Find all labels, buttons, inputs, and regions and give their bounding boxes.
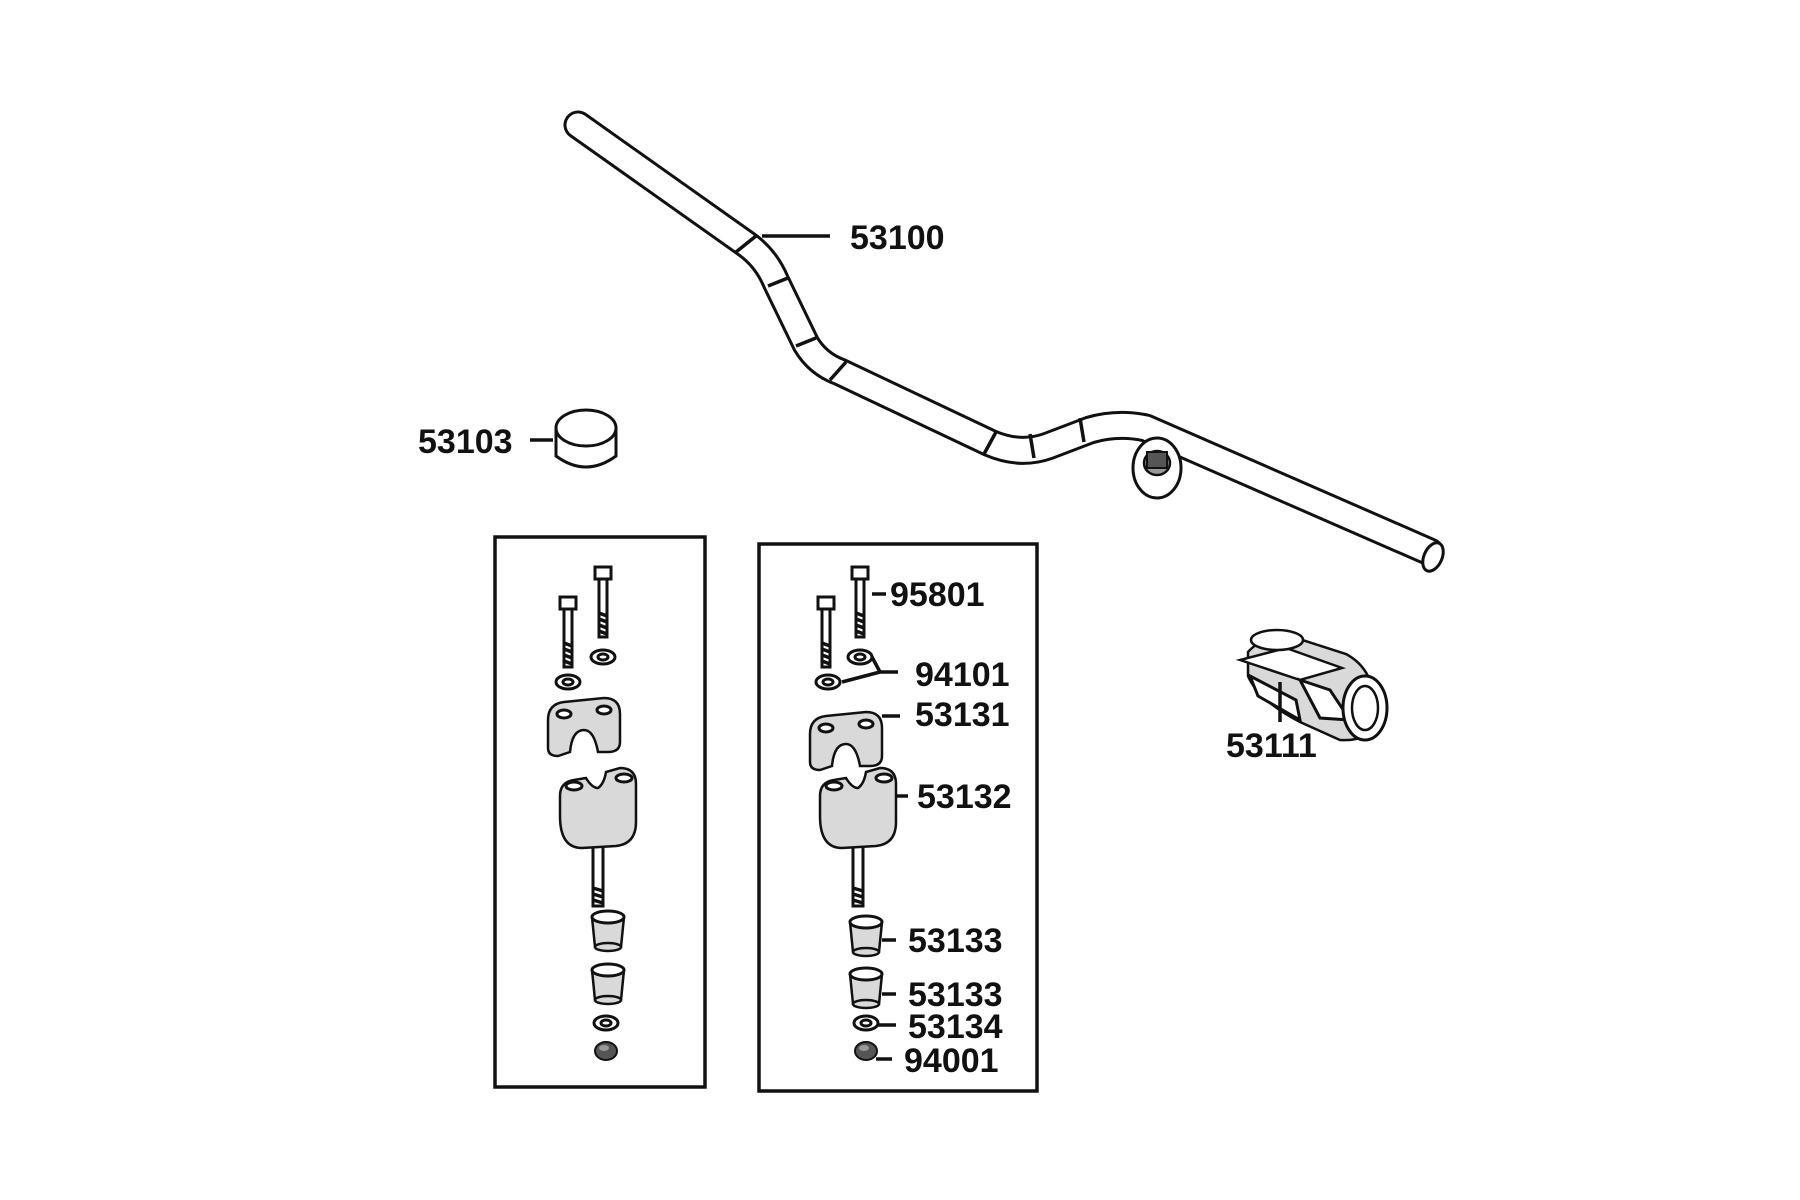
label-bar-end-cap: 53103 — [418, 423, 513, 461]
label-nut: 94001 — [904, 1042, 999, 1080]
nut-94001 — [854, 1041, 878, 1061]
label-throttle-grip: 53111 — [1226, 727, 1317, 765]
bushing-53133-lower — [848, 966, 884, 1010]
leader-94101-b — [841, 670, 881, 684]
bar-end-cap — [554, 408, 618, 469]
label-washer: 94101 — [915, 656, 1010, 694]
washer-94101 — [846, 648, 874, 666]
bolt-95801 — [850, 565, 870, 639]
bushing-53133-upper — [848, 914, 884, 958]
label-bolt: 95801 — [890, 576, 985, 614]
washer-53134 — [852, 1014, 880, 1032]
label-washer-lower: 53134 — [908, 1008, 1003, 1046]
throttle-grip — [1235, 628, 1389, 742]
upper-clamp-53131 — [808, 710, 884, 772]
label-bushing-lower: 53133 — [908, 976, 1003, 1014]
right-assembly-frame — [757, 542, 1039, 1093]
label-bushing-upper: 53133 — [908, 922, 1003, 960]
label-handlebar: 53100 — [850, 219, 945, 257]
label-riser: 53132 — [917, 778, 1012, 816]
left-assembly-frame — [493, 535, 707, 1089]
right-assembly — [808, 565, 898, 1061]
leader-94101-a — [870, 656, 882, 673]
label-upper-clamp: 53131 — [915, 696, 1010, 734]
handlebar — [563, 110, 1445, 573]
riser-53132 — [818, 766, 898, 908]
left-assembly — [546, 565, 638, 1061]
